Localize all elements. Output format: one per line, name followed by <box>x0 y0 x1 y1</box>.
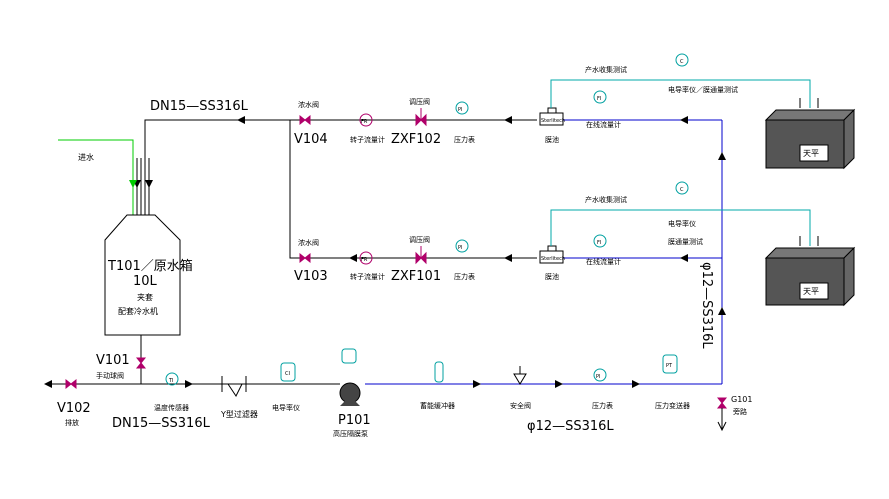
regulating-valve-zxf101[interactable] <box>415 246 427 265</box>
temp-sensor: TI <box>165 372 179 386</box>
v101-tag: V101 <box>96 353 130 368</box>
high-pressure-loop <box>365 119 723 385</box>
safety-valve <box>513 366 527 385</box>
cond-bottom-tag: C <box>680 187 684 193</box>
conductivity-top: C <box>675 53 689 67</box>
conductivity-bottom: C <box>675 181 689 195</box>
prod-collect-bottom-label: 产水收集测试 <box>585 195 627 204</box>
prod-collect-top-label: 产水收集测试 <box>585 65 627 74</box>
online-flow-meter-top: FI <box>593 90 607 104</box>
balance-top <box>764 98 856 170</box>
pg-bottom-tag: PI <box>596 374 601 380</box>
conductivity-bottom-label: 电导率仪 <box>668 219 696 228</box>
regulating-valve-zxf102[interactable] <box>415 108 427 127</box>
y-filter-label: Y型过滤器 <box>220 409 258 419</box>
damper-label: 蓄能缓冲器 <box>420 401 455 410</box>
y-filter <box>221 376 247 397</box>
zxf102-desc: 调压阀 <box>409 97 430 106</box>
pressure-gauge-second-label: 压力表 <box>454 272 475 281</box>
pipe-spec-phi12-bottom: φ12—SS316L <box>527 419 614 434</box>
pressure-gauge-top: PI <box>455 101 469 115</box>
pump-label: 高压隔膜泵 <box>333 429 368 438</box>
flux-test-label: 膜通量测试 <box>668 237 703 246</box>
p101-tag: P101 <box>338 413 371 428</box>
tank-volume: 10L <box>133 274 158 289</box>
online-flow-top-label: 在线流量计 <box>586 120 621 129</box>
cm-tag: CI <box>285 371 290 377</box>
pressure-transmitter-label: 压力变送器 <box>655 401 690 410</box>
rotameter-top-tag: FR <box>361 119 368 125</box>
safety-valve-label: 安全阀 <box>510 401 531 410</box>
temp-sensor-label: 温度传感器 <box>154 403 189 412</box>
valve-v103[interactable] <box>299 252 311 264</box>
rotameter-top: FR <box>359 113 373 127</box>
online-flow-bottom-label: 在线流量计 <box>586 257 621 266</box>
pt-tag: PT <box>666 363 673 369</box>
balance-bottom <box>764 236 856 307</box>
conductivity-flux-label: 电导率仪／膜通量测试 <box>668 85 738 94</box>
valve-g101[interactable] <box>716 397 728 432</box>
membrane-bottom-brand: Sterlitech <box>541 256 565 262</box>
rotameter-bottom: FR <box>359 251 373 265</box>
ofm-top-tag: FI <box>597 96 601 102</box>
tank-t101 <box>104 214 181 336</box>
rotameter-top-label: 转子流量计 <box>350 135 385 144</box>
ts-tag: TI <box>168 378 174 384</box>
bypass-label: 旁路 <box>733 407 747 416</box>
pg-second-tag: PI <box>458 245 463 251</box>
cond-meter-label: 电导率仪 <box>272 403 300 412</box>
zxf101-desc: 调压阀 <box>409 235 430 244</box>
zxf101-tag: ZXF101 <box>391 269 441 284</box>
feed-water-line <box>58 139 137 215</box>
tank-note-chiller: 配套冷水机 <box>118 306 158 316</box>
permeate-line-bottom <box>550 209 811 246</box>
membrane-cell-top: Sterlitech <box>539 107 565 126</box>
ofm-bottom-tag: FI <box>597 240 601 246</box>
permeate-line-top <box>550 79 811 108</box>
online-flow-meter-bottom: FI <box>593 234 607 248</box>
v103-tag: V103 <box>294 269 328 284</box>
conductivity-meter-bottom: CI <box>280 362 296 382</box>
valve-v101[interactable] <box>135 357 147 369</box>
membrane-top-brand: Sterlitech <box>541 118 565 124</box>
rotameter-bottom-tag: FR <box>361 257 368 263</box>
flow-arrows <box>473 116 726 388</box>
pressure-gauge-top-label: 压力表 <box>454 135 475 144</box>
membrane-bottom-label: 膜池 <box>545 272 559 281</box>
pg-top-tag: PI <box>458 107 463 113</box>
pipe-spec-dn15-bottom: DN15—SS316L <box>112 416 211 431</box>
valve-v104[interactable] <box>299 114 311 126</box>
balance-top-label: 天平 <box>803 149 819 158</box>
tank-note-jacket: 夹套 <box>137 292 153 302</box>
membrane-cell-bottom: Sterlitech <box>539 245 565 264</box>
pipe-spec-phi12-vertical: φ12—SS316L <box>699 262 714 349</box>
pressure-gauge-second: PI <box>455 239 469 253</box>
pump-p101[interactable] <box>339 348 361 406</box>
g101-tag: G101 <box>731 395 752 404</box>
zxf102-tag: ZXF102 <box>391 132 441 147</box>
return-arrows <box>44 116 512 388</box>
v104-tag: V104 <box>294 132 328 147</box>
drain-label: 排放 <box>65 418 79 427</box>
v103-desc: 浓水阀 <box>298 238 319 247</box>
pressure-transmitter: PT <box>662 354 678 374</box>
pressure-gauge-bottom: PI <box>593 368 607 382</box>
balance-bottom-label: 天平 <box>803 287 819 296</box>
cond-top-tag: C <box>680 59 684 65</box>
valve-v102[interactable] <box>65 378 77 390</box>
rotameter-bottom-label: 转子流量计 <box>350 272 385 281</box>
v101-desc: 手动球阀 <box>96 371 124 380</box>
pipe-spec-dn15-top: DN15—SS316L <box>150 99 249 114</box>
v104-desc: 浓水阀 <box>298 100 319 109</box>
feed-water-label: 进水 <box>78 152 94 162</box>
membrane-top-label: 膜池 <box>545 135 559 144</box>
pressure-gauge-bottom-label: 压力表 <box>592 401 613 410</box>
tank-title: T101／原水箱 <box>107 258 193 274</box>
v102-tag: V102 <box>57 401 91 416</box>
pulsation-damper <box>434 361 444 383</box>
